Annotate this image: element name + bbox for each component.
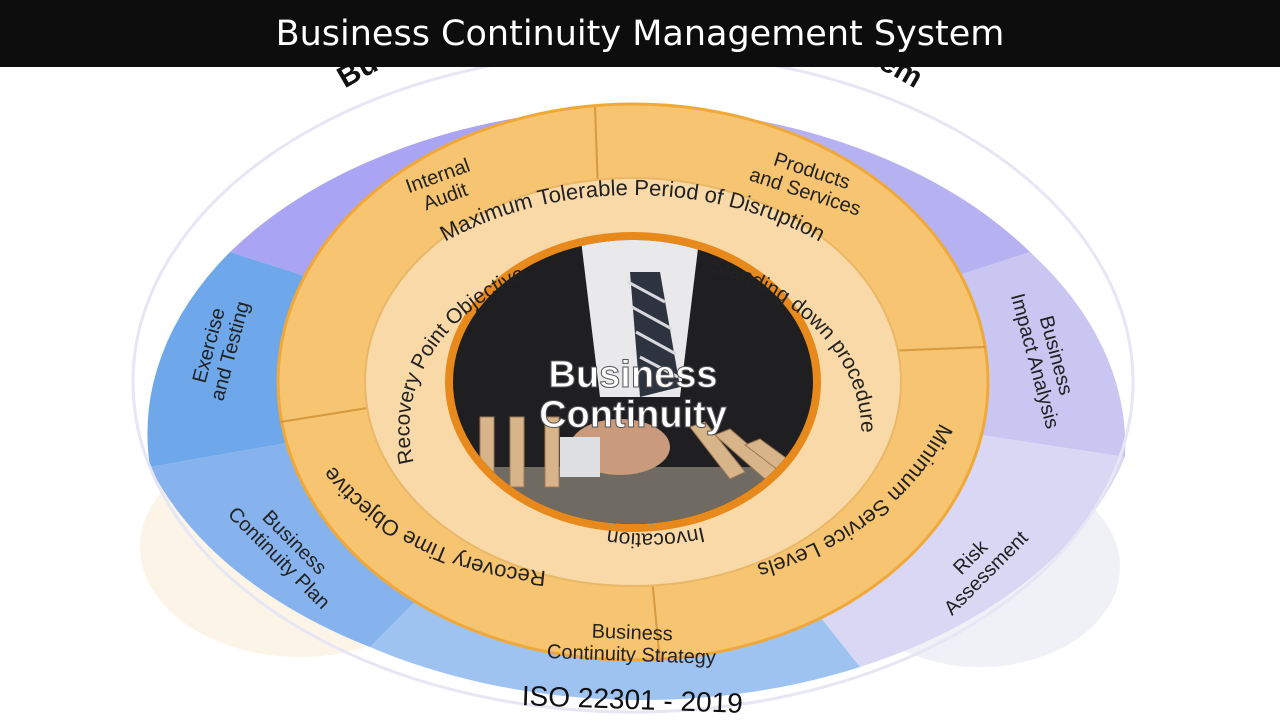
label-business-continuity-strategy: Business Continuity Strategy bbox=[547, 621, 717, 669]
center-title-line1: Business bbox=[549, 354, 718, 396]
page-title-bar: Business Continuity Management System bbox=[0, 0, 1280, 67]
center-title-line2: Continuity bbox=[539, 394, 727, 436]
bcms-wheel: Business Continuity Business Continuity … bbox=[131, 0, 1135, 719]
center-photo bbox=[453, 240, 813, 524]
svg-text:Business: Business bbox=[591, 621, 673, 646]
iso-standard-label: ISO 22301 - 2019 bbox=[521, 680, 743, 719]
page-title: Business Continuity Management System bbox=[275, 13, 1005, 54]
